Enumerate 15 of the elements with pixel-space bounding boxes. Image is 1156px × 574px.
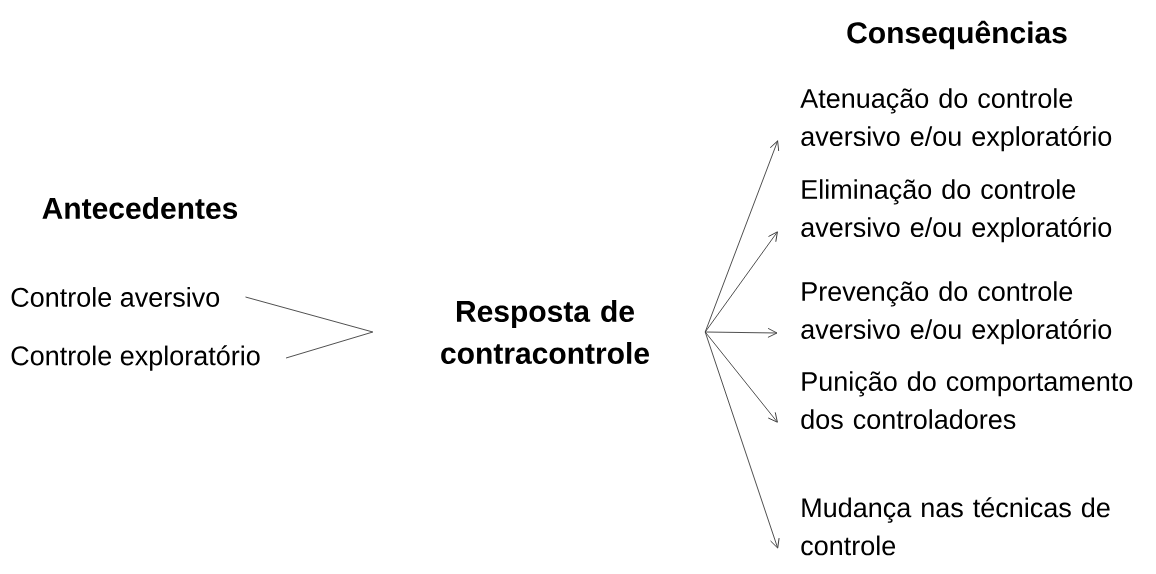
consequence-text: Mudança nas técnicas de controle	[801, 497, 1110, 556]
section-heading: Antecedentes	[42, 197, 238, 220]
consequence-text: Prevenção do controle aversivo e/ou exploratório	[801, 281, 1112, 345]
consequence-text: Atenuação do controle aversivo e/ou exploratório	[800, 88, 1112, 152]
arrow	[704, 140, 780, 333]
consequence-text: Punição do comportamento dos controladores	[801, 371, 1133, 430]
section-heading: Consequências	[847, 20, 1067, 50]
arrow	[704, 331, 778, 423]
antecedent-text: Controle exploratório	[11, 345, 260, 371]
consequence-text: Eliminação do controle aversivo e/ou exploratório	[801, 179, 1112, 243]
response-text: Resposta de contracontrole	[441, 300, 649, 365]
arrow	[704, 327, 778, 338]
antecedent-text: Controle aversivo	[11, 287, 220, 307]
arrow	[704, 231, 778, 333]
arrow	[704, 331, 780, 549]
